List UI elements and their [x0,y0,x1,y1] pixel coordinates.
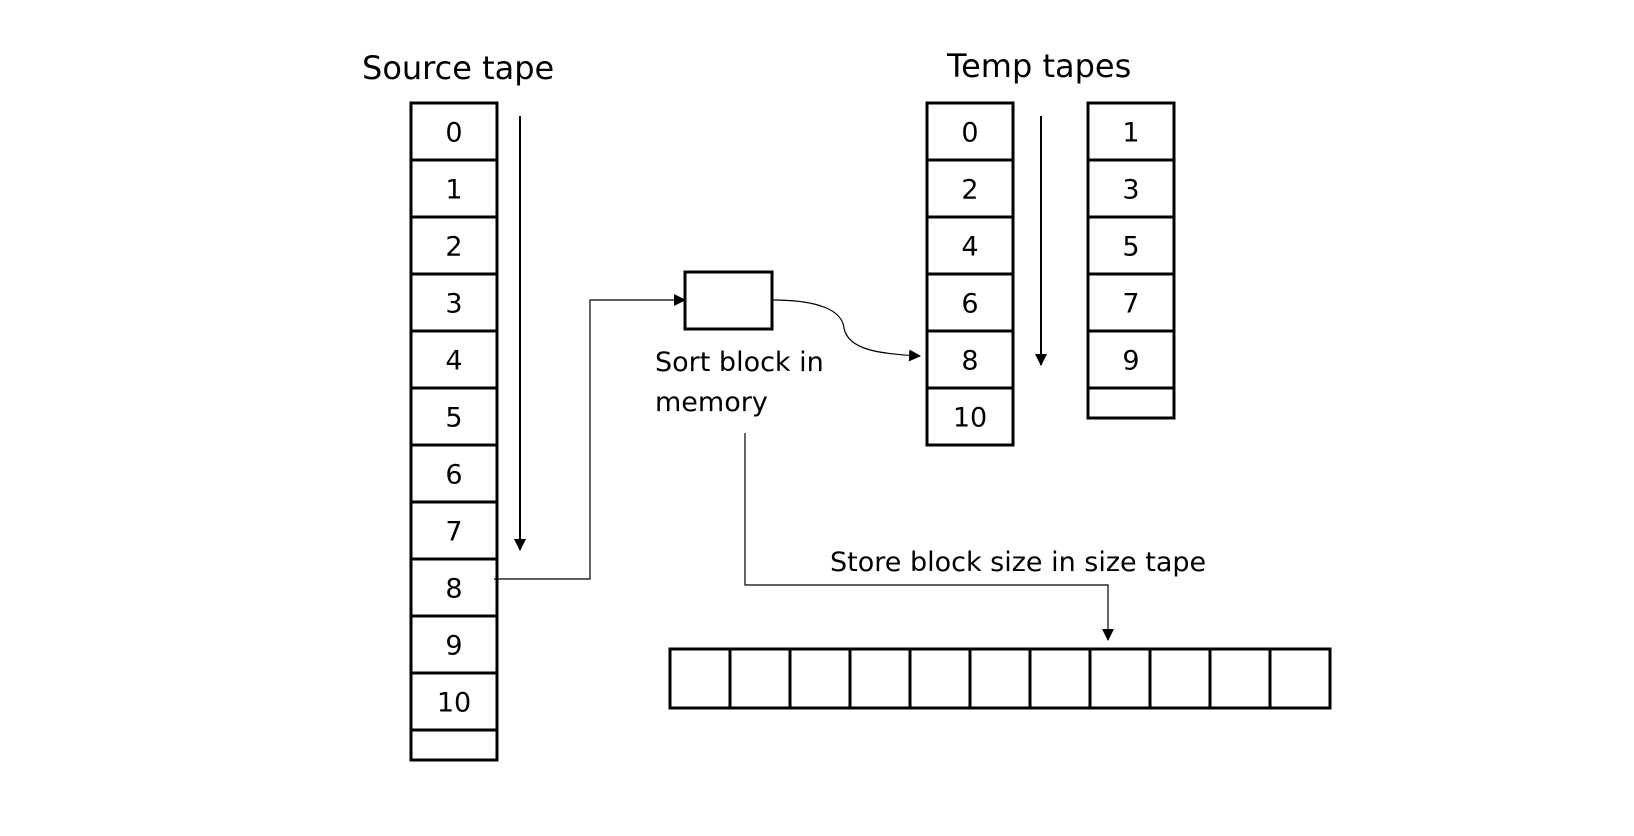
temp-tape-even-cell [925,329,1015,390]
temp-tape-even-cell-label: 0 [961,118,978,149]
source-tape-cell-label: 7 [445,517,462,548]
sort-block-label-line2: memory [655,387,768,418]
store-size-label: Store block size in size tape [830,547,1207,578]
size-tape [668,647,1332,710]
size-tape-cell [1268,647,1332,710]
source-tape-cell-label: 9 [445,631,462,662]
source-tape-cell-label: 4 [445,346,462,377]
size-tape-cell [908,647,972,710]
temp-tape-odd-cell-label: 7 [1122,289,1139,320]
source-tape-cell [409,386,499,447]
sort-block-label: Sort block in memory [655,343,824,423]
temp-tape-odd-cell [1086,386,1176,420]
source-tape-cell-label: 6 [445,460,462,491]
source-tape-cell-label: 1 [445,175,462,206]
temp-tape-even-cell [925,101,1015,162]
temp-tape-even-cell [925,158,1015,219]
source-tape-cell [409,272,499,333]
size-tape-cell [1148,647,1212,710]
temp-tapes-title: Temp tapes [947,47,1132,85]
size-tape-cell [1028,647,1092,710]
temp-tape-odd-cell [1086,101,1176,162]
size-tape-cell [1088,647,1152,710]
size-tape-cell [1208,647,1272,710]
size-tape-cell [728,647,792,710]
store-size-connector [744,433,1114,641]
source-tape: 0 1 2 3 4 5 6 7 8 9 10 [409,101,499,762]
source-tape-cell-label: 3 [445,289,462,320]
temp-tape-odd-cell [1086,272,1176,333]
temp-tape-even-cell-label: 4 [961,232,978,263]
temp-tape-odd-cell-label: 5 [1122,232,1139,263]
temp-tape-even-cell-label: 6 [961,289,978,320]
temp-tape-odd-cell-label: 1 [1122,118,1139,149]
size-tape-cell [848,647,912,710]
temp-tape-even-cell [925,215,1015,276]
source-tape-cell [409,500,499,561]
temp-tape-odd-cell-label: 9 [1122,346,1139,377]
temp-tape-even-cell-label: 8 [961,346,978,377]
source-tape-cell-label: 2 [445,232,462,263]
source-tape-cell [409,329,499,390]
source-tape-cell [409,728,499,762]
temp-tape-odd: 1 3 5 7 9 [1086,101,1176,420]
write-block-connector [771,299,921,362]
source-tape-title: Source tape [362,49,555,87]
source-tape-cell [409,443,499,504]
temp-tape-even-cell-label: 2 [961,175,978,206]
read-block-connector [494,294,686,580]
source-tape-cell [409,215,499,276]
source-tape-cell-label: 8 [445,574,462,605]
sort-block-label-line1: Sort block in [655,347,824,378]
temp-tape-even-cell [925,272,1015,333]
size-tape-cell [668,647,732,710]
memory-block [683,270,774,331]
source-tape-cell-label: 5 [445,403,462,434]
temp-tape-odd-cell-label: 3 [1122,175,1139,206]
temp-tape-even-cell-label: 10 [953,403,987,434]
temp-tape-even-cell [925,386,1015,447]
temp-tape-odd-cell [1086,215,1176,276]
source-tape-cell-label: 10 [437,688,471,719]
source-tape-cell-label: 0 [445,118,462,149]
size-tape-cell [788,647,852,710]
size-tape-cell [968,647,1032,710]
temp-tape-even: 0 2 4 6 8 10 [925,101,1015,447]
